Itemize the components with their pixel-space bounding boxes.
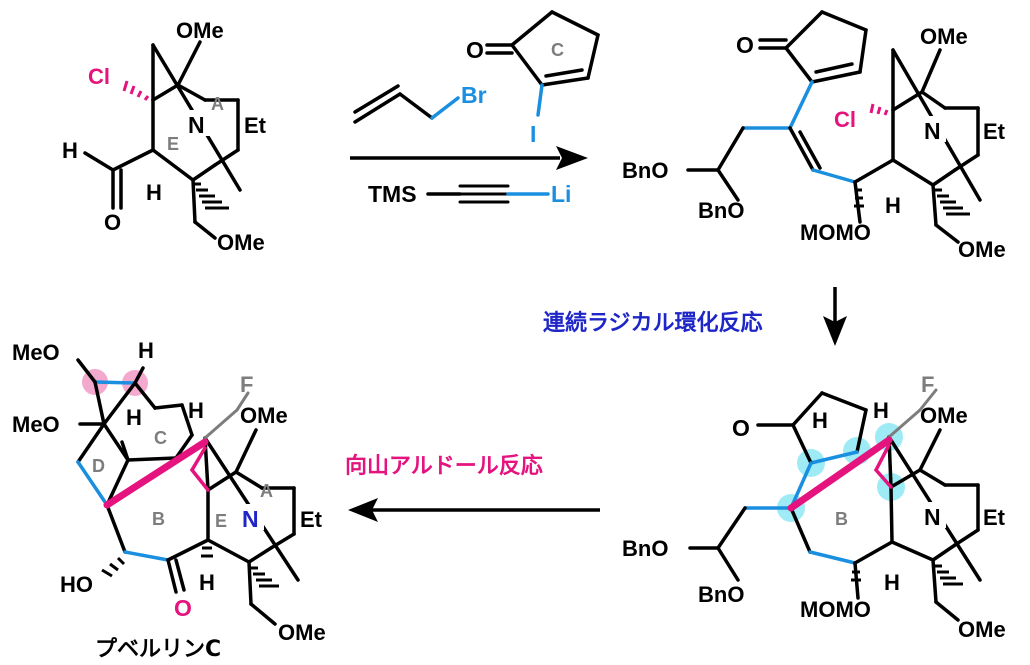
mol3-dashes (851, 564, 963, 586)
reaction-arrow-3 (348, 498, 600, 522)
step-radical-cascade: 連続ラジカル環化反応 (543, 310, 763, 336)
product-pink-bonds (103, 438, 210, 509)
mol3-ome-bottom: OMe (958, 617, 1006, 642)
product-et: Et (300, 507, 323, 532)
mol2-bno-1: BnO (622, 158, 668, 183)
mol2-chloro-wedge (869, 103, 889, 116)
mol3-ome-top: OMe (920, 403, 968, 428)
product-ring-a: A (260, 481, 273, 501)
step-mukaiyama-aldol: 向山アルドール反応 (345, 453, 543, 479)
mol1-cl: Cl (88, 64, 110, 89)
mol3-bno-1: BnO (622, 536, 668, 561)
product-name: プベルリンC (95, 637, 221, 662)
product-ring-b: B (152, 509, 165, 529)
mol2-ome-bottom: OMe (958, 237, 1006, 262)
mol1-ring-e: E (167, 134, 179, 154)
mol3-h-3: H (884, 570, 900, 595)
product-dashes (101, 546, 279, 588)
product-h-mid: H (126, 405, 142, 430)
reagent-carbonyl-o: O (466, 37, 484, 63)
mol2-h: H (885, 193, 901, 218)
mol1-h-alpha: H (146, 180, 162, 205)
mol3-f: F (921, 372, 934, 397)
cyclized-intermediate (688, 388, 982, 622)
reagent-li: Li (551, 181, 571, 207)
mol1-et: Et (244, 113, 267, 138)
reaction-arrow-1 (350, 146, 588, 170)
product-ring-d: D (92, 456, 105, 476)
product-ring-e: E (215, 511, 227, 531)
product-ho: HO (60, 572, 93, 597)
mol3-bno-2: BnO (698, 582, 744, 607)
mol2-enone-o: O (736, 32, 754, 58)
mol3-n: N (924, 504, 941, 530)
product-n: N (242, 506, 259, 532)
reagent-ring-c: C (551, 40, 564, 60)
product-f: F (240, 372, 253, 397)
mol2-et: Et (983, 119, 1006, 144)
product-ketone-o: O (174, 595, 192, 621)
allyl-bromide (353, 84, 460, 124)
mol1-ome-top: OMe (176, 18, 224, 43)
puberulin-c (76, 358, 300, 626)
tms-alkyne (426, 184, 550, 204)
reaction-arrow-2 (823, 287, 847, 346)
mol2-momo: MOMO (800, 220, 871, 245)
mol3-pink-bonds (787, 436, 893, 512)
mol3-ring-b: B (835, 509, 848, 529)
reagent-tms: TMS (368, 181, 417, 207)
product-h-bottom: H (199, 570, 215, 595)
mol1-o-aldehyde: O (104, 210, 121, 235)
mol3-h-1: H (812, 408, 828, 433)
mol1-dashes (193, 182, 229, 210)
mol1-h-aldehyde: H (62, 138, 78, 163)
mol1-ring-a: A (211, 94, 224, 114)
mol3-et: Et (983, 505, 1006, 530)
starting-aldehyde (83, 40, 242, 240)
product-meo-2: MeO (12, 412, 60, 437)
product-h-top: H (138, 338, 154, 363)
iodo-cyclopentenone (485, 10, 600, 117)
product-meo-1: MeO (12, 340, 60, 365)
product-ome-bottom: OMe (278, 620, 326, 645)
mol2-bno-2: BnO (698, 198, 744, 223)
mol3-h-2: H (873, 398, 889, 423)
mol3-o: O (732, 415, 750, 441)
mol2-cl: Cl (834, 107, 856, 132)
mol2-n: N (924, 118, 941, 144)
mol3-momo: MOMO (800, 597, 871, 622)
reagent-iodide: I (530, 121, 536, 147)
product-h-right: H (188, 398, 204, 423)
product-ring-c: C (154, 428, 167, 448)
mol2-ome-top: OMe (920, 24, 968, 49)
reagent-br: Br (461, 82, 487, 108)
mol2-dashes (854, 188, 970, 216)
mol1-ome-bottom: OMe (217, 230, 265, 255)
mol1-chloro-wedge (122, 80, 150, 101)
mol1-n: N (188, 112, 205, 138)
product-ome-top: OMe (240, 403, 288, 428)
